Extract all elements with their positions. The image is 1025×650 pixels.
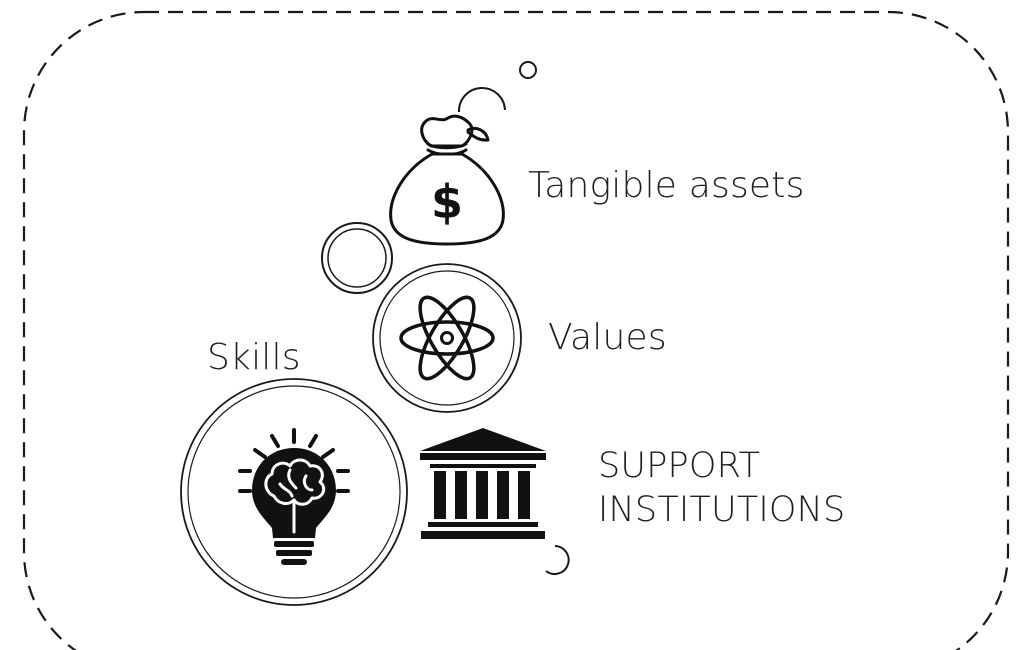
- label-tangible-assets: Tangible assets: [528, 165, 805, 206]
- bubble-double-ring: [321, 222, 393, 294]
- label-support-line-1: SUPPORT: [598, 446, 761, 486]
- bubble-arc-bottom: [545, 545, 570, 575]
- skills-circle: [180, 378, 408, 606]
- bubble-arc-top: [457, 86, 506, 113]
- dashed-frame: [22, 10, 1010, 650]
- label-skills: Skills: [207, 337, 301, 378]
- lightbulb-brain-icon: [238, 428, 350, 565]
- bubble-small: [519, 61, 537, 79]
- atom-icon: [399, 295, 495, 381]
- label-support-line-2: INSTITUTIONS: [598, 490, 846, 530]
- svg-text:$: $: [431, 175, 463, 229]
- values-circle: [372, 263, 522, 413]
- money-bag-icon: $: [389, 114, 505, 246]
- label-support-institutions: SUPPORT INSTITUTIONS: [598, 444, 845, 532]
- label-values: Values: [548, 317, 667, 358]
- institution-building-icon: [420, 428, 546, 539]
